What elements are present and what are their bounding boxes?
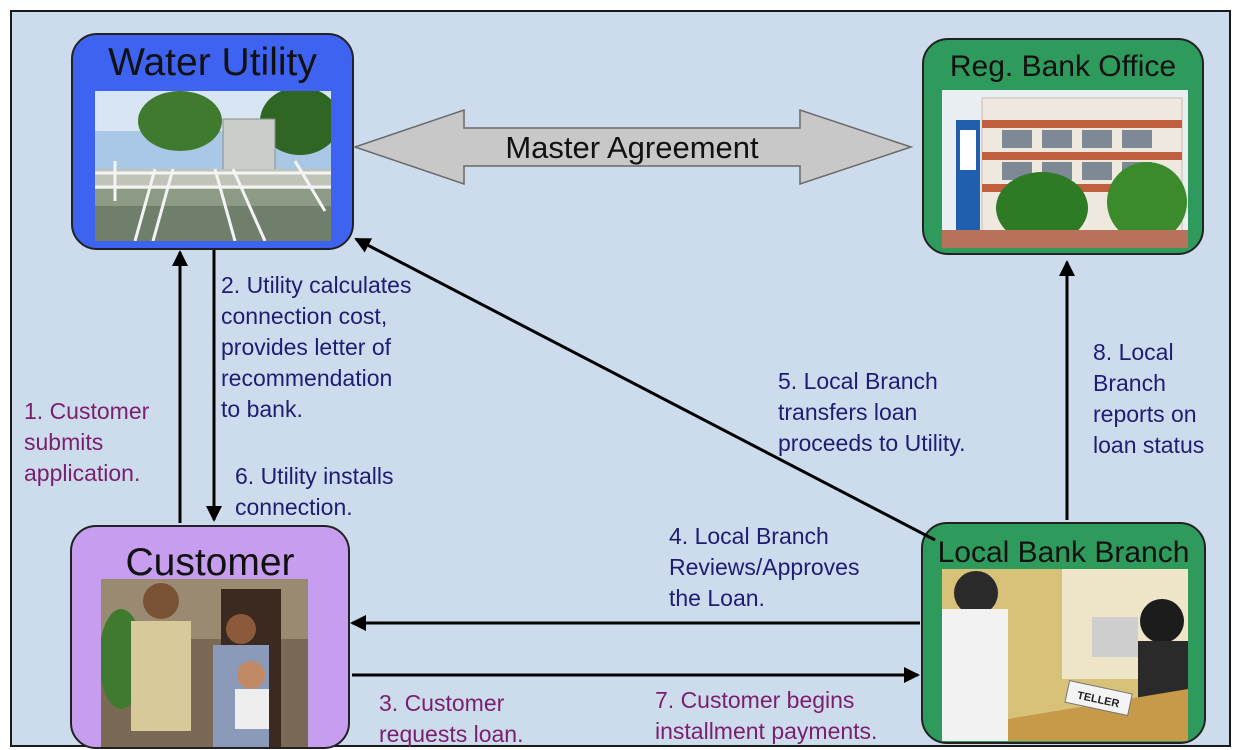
customer-family-photo — [101, 579, 308, 747]
step-2-label: 2. Utility calculates connection cost, p… — [221, 272, 412, 422]
arrow-branch-to-utility — [354, 237, 936, 542]
customer-node: Customer — [70, 525, 350, 749]
water-utility-node: Water Utility — [71, 33, 354, 250]
water-utility-title: Water Utility — [108, 41, 317, 84]
step-3-label: 3. Customer requests loan. — [379, 690, 524, 747]
step-1-label: 1. Customer submits application. — [24, 398, 150, 486]
reg-bank-office-node: Reg. Bank Office — [922, 38, 1204, 255]
step-8-label: 8. Local Branch reports on loan status — [1093, 339, 1205, 458]
step-4-label: 4. Local Branch Reviews/Approves the Loa… — [669, 523, 860, 611]
water-treatment-photo — [95, 91, 331, 241]
bank-teller-photo: TELLER — [942, 569, 1188, 741]
step-6-label: 6. Utility installs connection. — [235, 463, 394, 520]
step-5-label: 5. Local Branch transfers loan proceeds … — [778, 368, 966, 456]
local-bank-branch-title: Local Bank Branch — [937, 536, 1190, 569]
reg-bank-office-title: Reg. Bank Office — [949, 50, 1177, 83]
master-agreement-label: Master Agreement — [505, 130, 759, 165]
customer-title: Customer — [125, 541, 295, 584]
bank-office-building-photo — [942, 90, 1188, 248]
step-7-label: 7. Customer begins installment payments. — [655, 687, 878, 744]
local-bank-branch-node: Local Bank Branch TELLER — [921, 522, 1206, 744]
master-agreement-arrow — [352, 108, 914, 186]
